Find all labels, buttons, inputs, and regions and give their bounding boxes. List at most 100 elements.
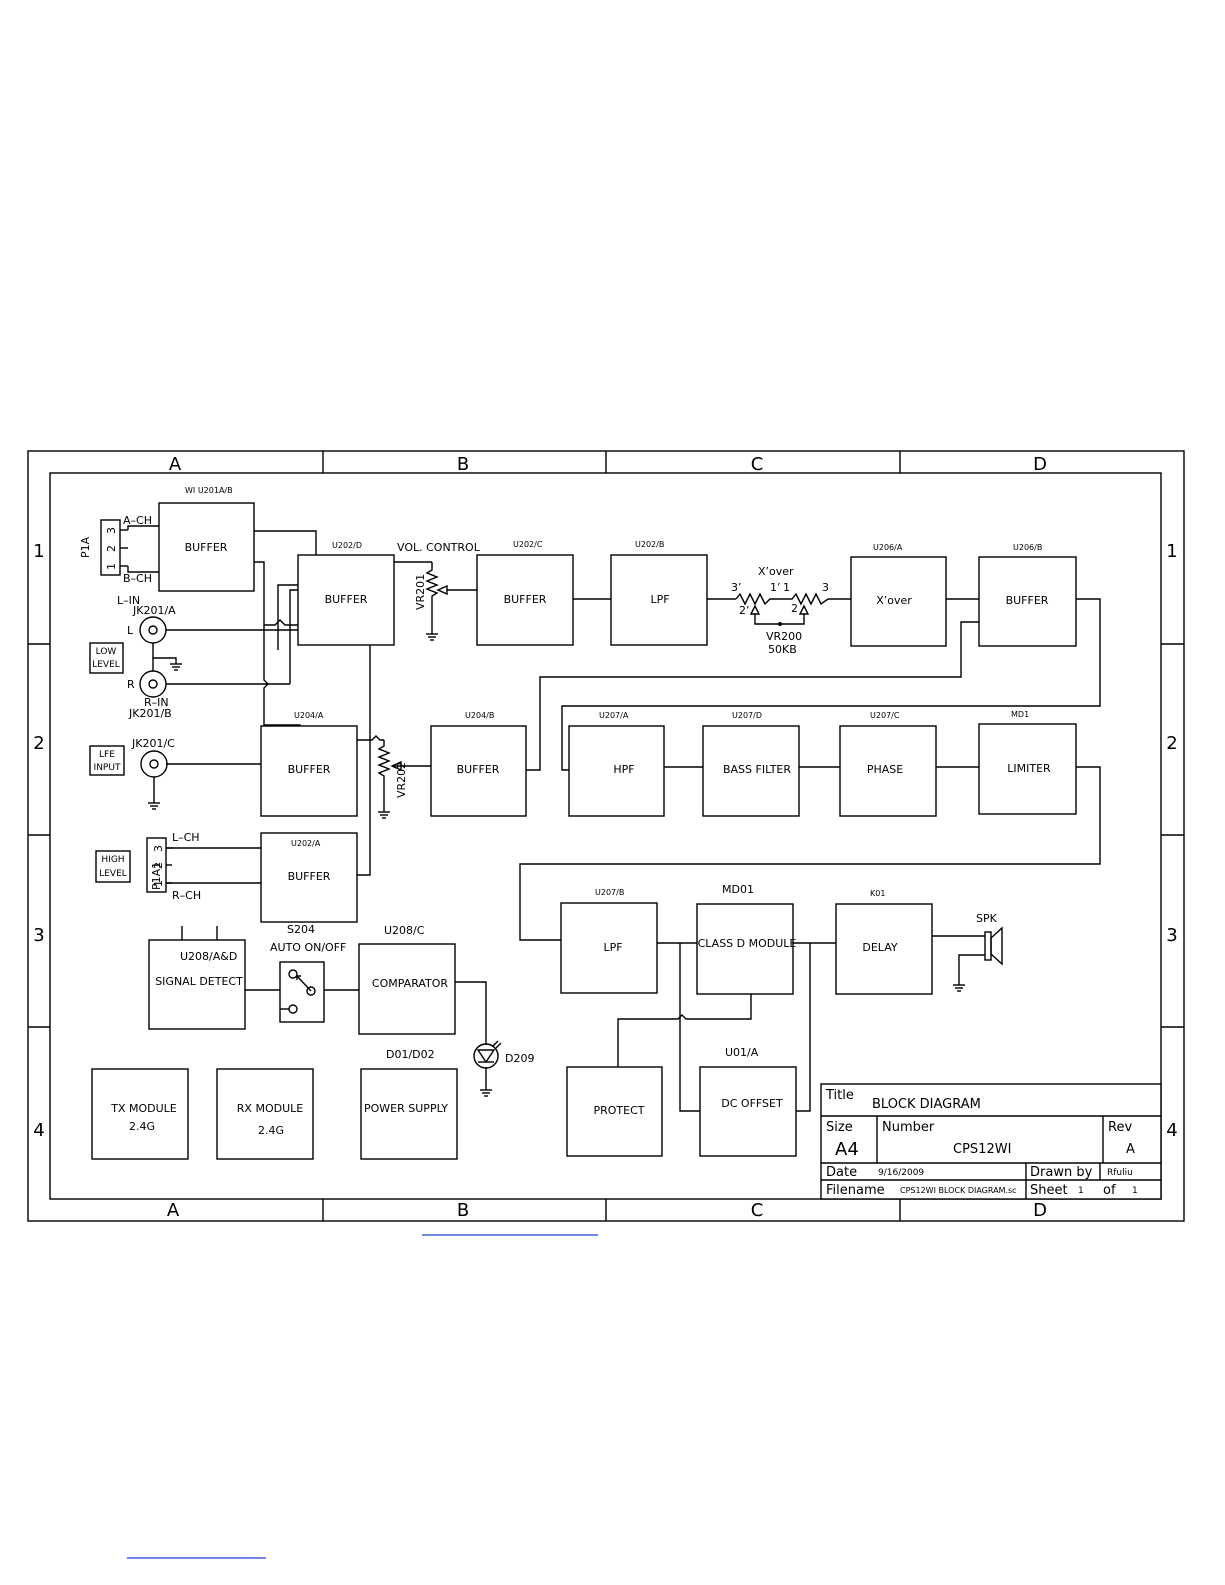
diagram-label: 1’ (770, 581, 781, 594)
diagram-label: BUFFER (288, 870, 331, 883)
diagram-label: U202/D (332, 541, 362, 550)
diagram-label: 3 (105, 527, 118, 534)
drawn-by-value: Rfuliu (1107, 1168, 1133, 1178)
block-class-d-module-md01: MD01 CLASS D MODULE (696, 883, 796, 995)
frame-row-label: 1 (33, 541, 44, 562)
block-hpf-u207a: U207/A HPF (568, 711, 665, 817)
diagram-label: POWER SUPPLY (364, 1102, 448, 1115)
diagram-label: HPF (613, 763, 634, 776)
frame-row-label: 2 (1166, 733, 1177, 754)
diagram-label: LFE (99, 750, 115, 760)
date-value: 9/16/2009 (878, 1168, 924, 1178)
diagram-label: 3 (822, 581, 829, 594)
jack-jk201b-r: R R–IN JK201/B (127, 643, 182, 720)
diagram-label: U207/A (599, 711, 629, 720)
diagram-label: 3’ (731, 581, 742, 594)
diagram-label: VR202 (395, 762, 408, 798)
diagram-label: L–CH (172, 831, 200, 844)
diagram-label: K01 (870, 889, 885, 898)
frame-col-label: D (1033, 1200, 1047, 1221)
block-signal-detect-u208: U208/A&D SIGNAL DETECT (148, 939, 246, 1030)
diagram-label: AUTO ON/OFF (270, 941, 346, 954)
frame-col-label: C (751, 454, 764, 475)
sheet-value: 1 (1078, 1186, 1084, 1196)
diagram-label: U204/B (465, 711, 494, 720)
diagram-label: L–IN (117, 594, 140, 607)
drawn-by-label: Drawn by (1030, 1165, 1093, 1180)
diagram-label: U207/C (870, 711, 900, 720)
diagram-label: X’over (876, 594, 912, 607)
diagram-label: U01/A (725, 1046, 759, 1059)
pot-vr202: VR202 (377, 740, 408, 819)
label-lfe-input: LFE INPUT (89, 745, 125, 776)
frame-col-label: A (169, 454, 182, 475)
frame-col-label: C (751, 1200, 764, 1221)
frame-col-label: B (457, 1200, 469, 1221)
frame-row-label: 4 (33, 1120, 44, 1141)
diagram-label: U207/B (595, 888, 624, 897)
diagram-label: 2’ (739, 604, 750, 617)
diagram-label: BUFFER (1006, 594, 1049, 607)
diagram-label: 2 (105, 545, 118, 552)
diagram-label: LPF (650, 593, 669, 606)
rev-value: A (1126, 1142, 1135, 1157)
switch-s204-auto-on-off: S204 AUTO ON/OFF (270, 923, 346, 1023)
diagram-label: 2.4G (129, 1120, 155, 1133)
of-label: of (1103, 1183, 1116, 1198)
diagram-label: U207/D (732, 711, 762, 720)
diagram-label: MD1 (1011, 710, 1029, 719)
diagram-label: U208/C (384, 924, 425, 937)
diagram-label: U202/B (635, 540, 664, 549)
diagram-label: HIGH (101, 855, 124, 865)
frame-col-label: D (1033, 454, 1047, 475)
block-rx-module: RX MODULE 2.4G (216, 1068, 314, 1160)
jack-jk201a-l: L–IN JK201/A L (117, 594, 176, 644)
diagram-label: DELAY (862, 941, 897, 954)
frame-row-label: 1 (1166, 541, 1177, 562)
diagram-label: P1A1 (150, 862, 163, 890)
filename-value: CPS12WI BLOCK DIAGRAM.sc (900, 1186, 1017, 1195)
diagram-label: DC OFFSET (721, 1097, 783, 1110)
diagram-label: S204 (287, 923, 315, 936)
block-buffer-u201: WI U201A/B BUFFER (158, 486, 255, 592)
diagram-label: BUFFER (504, 593, 547, 606)
frame-row-label: 3 (33, 925, 44, 946)
diagram-label: BUFFER (288, 763, 331, 776)
jack-jk201c-lfe: JK201/C (131, 737, 175, 810)
block-limiter-md1: MD1 LIMITER (978, 710, 1077, 815)
diagram-label: SIGNAL DETECT (155, 975, 243, 988)
diagram-label: X’over (758, 565, 794, 578)
diagram-label: 2 (152, 862, 165, 869)
diagram-label: 1 (105, 563, 118, 570)
block-xover-u206a: U206/A X’over (850, 543, 947, 647)
frame-row-label: 3 (1166, 925, 1177, 946)
block-buffer-u206b: U206/B BUFFER (978, 543, 1077, 647)
of-value: 1 (1132, 1186, 1138, 1196)
number-value: CPS12WI (953, 1142, 1011, 1157)
diagram-label: D209 (505, 1052, 534, 1065)
diagram-label: LPF (603, 941, 622, 954)
diagram-label: JK201/A (132, 604, 176, 617)
diagram-label: P1A (79, 536, 92, 558)
connector-p1a1: P1A1 3 2 1 L–CH R–CH (146, 831, 201, 902)
sheet-label: Sheet (1030, 1183, 1068, 1198)
diagram-label: SPK (976, 912, 998, 925)
diagram-label: 3 (152, 845, 165, 852)
diagram-label: 2.4G (258, 1124, 284, 1137)
diagram-label: 50KB (768, 643, 797, 656)
diagram-label: LIMITER (1007, 762, 1051, 775)
filename-label: Filename (826, 1183, 885, 1198)
diagram-label: BASS FILTER (723, 763, 791, 776)
label-low-level: LOW LEVEL (89, 642, 124, 674)
diagram-label: D01/D02 (386, 1048, 435, 1061)
diagram-label: 1 (152, 880, 165, 887)
diagram-label: U208/A&D (180, 950, 237, 963)
diagram-label: VR201 (414, 574, 427, 610)
title-label: Title (825, 1088, 854, 1103)
diagram-label: LEVEL (99, 869, 127, 879)
frame-row-label: 2 (33, 733, 44, 754)
block-lpf-u202b: U202/B LPF (610, 540, 708, 646)
block-protect: PROTECT (566, 1066, 663, 1157)
pot-vr200-xover: X’over 3’ 1’ 1 3 2’ 2 VR200 50KB (731, 565, 829, 656)
